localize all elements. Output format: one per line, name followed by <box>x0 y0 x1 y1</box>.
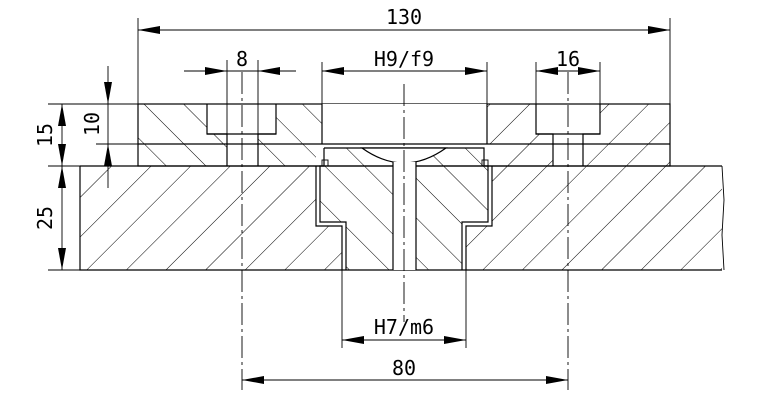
dim-15-label: 15 <box>33 123 57 147</box>
dimension-8: 8 <box>184 47 296 75</box>
dimension-h7m6: H7/m6 <box>342 315 466 344</box>
dim-25-label: 25 <box>33 206 57 230</box>
dim-h7m6-label: H7/m6 <box>374 315 434 339</box>
dimension-h9f9: H9/f9 <box>322 47 487 75</box>
dim-h9f9-label: H9/f9 <box>374 47 434 71</box>
dim-80-label: 80 <box>392 356 416 380</box>
extension-lines <box>48 18 671 348</box>
central-pin-hole <box>392 162 417 270</box>
dimension-80: 80 <box>242 356 568 384</box>
dimension-10: 10 <box>80 66 112 188</box>
dimension-25: 25 <box>33 166 66 270</box>
centerlines <box>241 72 569 390</box>
dim-130-label: 130 <box>386 5 422 29</box>
dim-16-label: 16 <box>556 47 580 71</box>
dimension-16: 16 <box>536 47 600 75</box>
dimension-15: 15 <box>33 104 66 166</box>
base-plate <box>79 165 725 271</box>
dim-8-label: 8 <box>236 47 248 71</box>
bushing-opening <box>321 104 488 145</box>
dim-10-label: 10 <box>80 112 104 136</box>
dimension-130: 130 <box>138 5 670 34</box>
